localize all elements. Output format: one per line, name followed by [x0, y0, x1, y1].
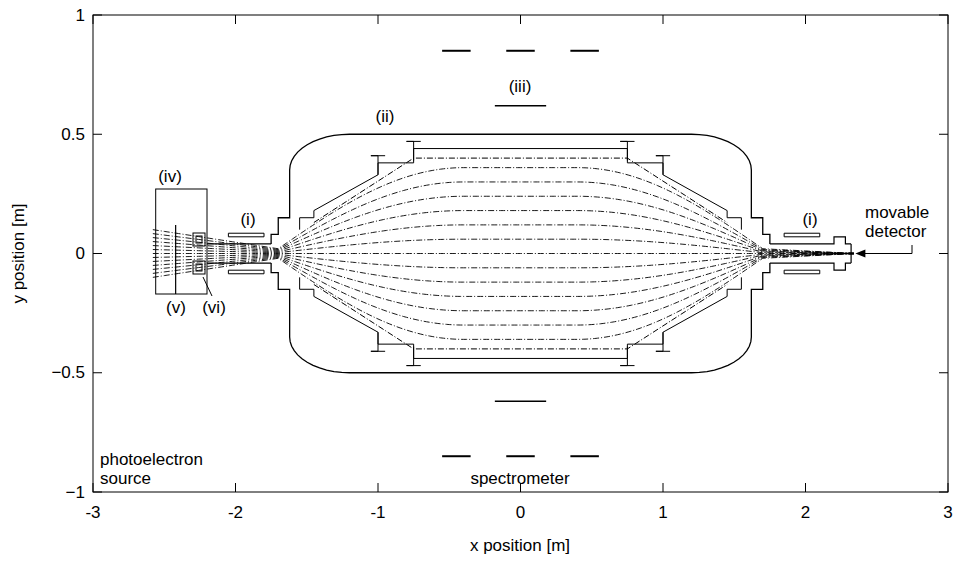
air-coil: [506, 455, 535, 457]
photocathode: [175, 225, 176, 294]
axis-tick: [663, 15, 664, 24]
air-coil: [570, 50, 599, 52]
callout-number: (iv): [158, 167, 182, 186]
axis-tick: [805, 15, 806, 24]
axis-tick: [948, 483, 949, 492]
beam-pipe: [770, 237, 851, 244]
electrode-flange: [371, 156, 385, 175]
axis-tick: [93, 15, 102, 16]
source-coil: [193, 261, 205, 274]
part-label: photoelectron source: [100, 450, 212, 488]
callout-number: (i): [802, 210, 817, 229]
axis-tick: [805, 483, 806, 492]
field-line: [153, 253, 854, 254]
axis-tick: [93, 253, 102, 254]
air-coil: [495, 401, 546, 403]
axis-tick: [235, 483, 236, 492]
axis-title: y position [m]: [9, 203, 28, 303]
axis-tick: [93, 483, 94, 492]
axis-title: x position [m]: [470, 536, 570, 555]
vessel-wall: [271, 134, 770, 244]
air-coil: [442, 455, 471, 457]
tick-label: 1: [658, 503, 667, 522]
field-line: [153, 211, 854, 254]
part-label: spectrometer: [470, 469, 569, 488]
leader-line: [203, 277, 212, 296]
axis-tick: [93, 372, 102, 373]
axis-tick: [939, 372, 948, 373]
inner-electrode: [300, 277, 742, 358]
plot-frame: [93, 15, 948, 492]
tick-label: 3: [943, 503, 952, 522]
field-line: [153, 196, 854, 253]
tick-label: 0.5: [61, 125, 85, 144]
tick-label: -3: [85, 503, 100, 522]
air-coil: [570, 455, 599, 457]
leader-arrow: [863, 245, 912, 254]
beam-pipe: [207, 262, 271, 263]
electrode-flange: [371, 332, 385, 351]
part-label: movable detector: [865, 203, 945, 241]
axis-tick: [939, 15, 948, 16]
axis-tick: [93, 134, 102, 135]
tick-label: −1: [66, 483, 85, 502]
beam-pipe: [770, 263, 851, 270]
field-line: [153, 254, 854, 297]
axis-tick: [948, 15, 949, 24]
callout-number: (iii): [509, 77, 532, 96]
tick-label: 0: [516, 503, 525, 522]
source-coil: [196, 236, 202, 243]
tick-label: 0: [76, 244, 85, 263]
field-line: [153, 254, 854, 282]
tick-label: -2: [228, 503, 243, 522]
vessel-wall: [271, 263, 770, 373]
callout-number: (ii): [376, 107, 395, 126]
tick-label: -1: [370, 503, 385, 522]
source-coil: [193, 233, 205, 246]
axis-tick: [93, 492, 102, 493]
solenoid-coil: [228, 270, 264, 274]
beam-pipe: [207, 243, 271, 244]
field-line: [153, 254, 854, 325]
tick-label: −0.5: [51, 363, 85, 382]
axis-tick: [939, 134, 948, 135]
electrode-flange: [656, 156, 670, 175]
field-line: [153, 254, 854, 311]
axis-tick: [235, 15, 236, 24]
solenoid-coil: [784, 233, 820, 237]
air-coil: [442, 50, 471, 52]
air-coil: [495, 105, 546, 107]
source-coil: [196, 264, 202, 271]
inner-electrode: [300, 149, 742, 230]
axis-tick: [939, 253, 948, 254]
field-line: [153, 254, 854, 339]
field-line: [153, 225, 854, 253]
axis-tick: [93, 15, 94, 24]
arrow-head: [855, 250, 865, 258]
field-line: [153, 168, 854, 253]
axis-tick: [939, 492, 948, 493]
axis-tick: [520, 15, 521, 24]
air-coil: [506, 50, 535, 52]
callout-number: (i): [240, 210, 255, 229]
axis-tick: [378, 483, 379, 492]
electrode-flange: [656, 332, 670, 351]
solenoid-coil: [228, 233, 264, 237]
solenoid-coil: [784, 270, 820, 274]
source-housing: [156, 189, 207, 294]
axis-tick: [378, 15, 379, 24]
field-line: [153, 182, 854, 253]
field-line: [153, 254, 854, 268]
tick-label: 2: [801, 503, 810, 522]
tick-label: 1: [76, 6, 85, 25]
callout-number: (v): [166, 298, 186, 317]
callout-number: (vi): [202, 298, 226, 317]
axis-tick: [663, 483, 664, 492]
